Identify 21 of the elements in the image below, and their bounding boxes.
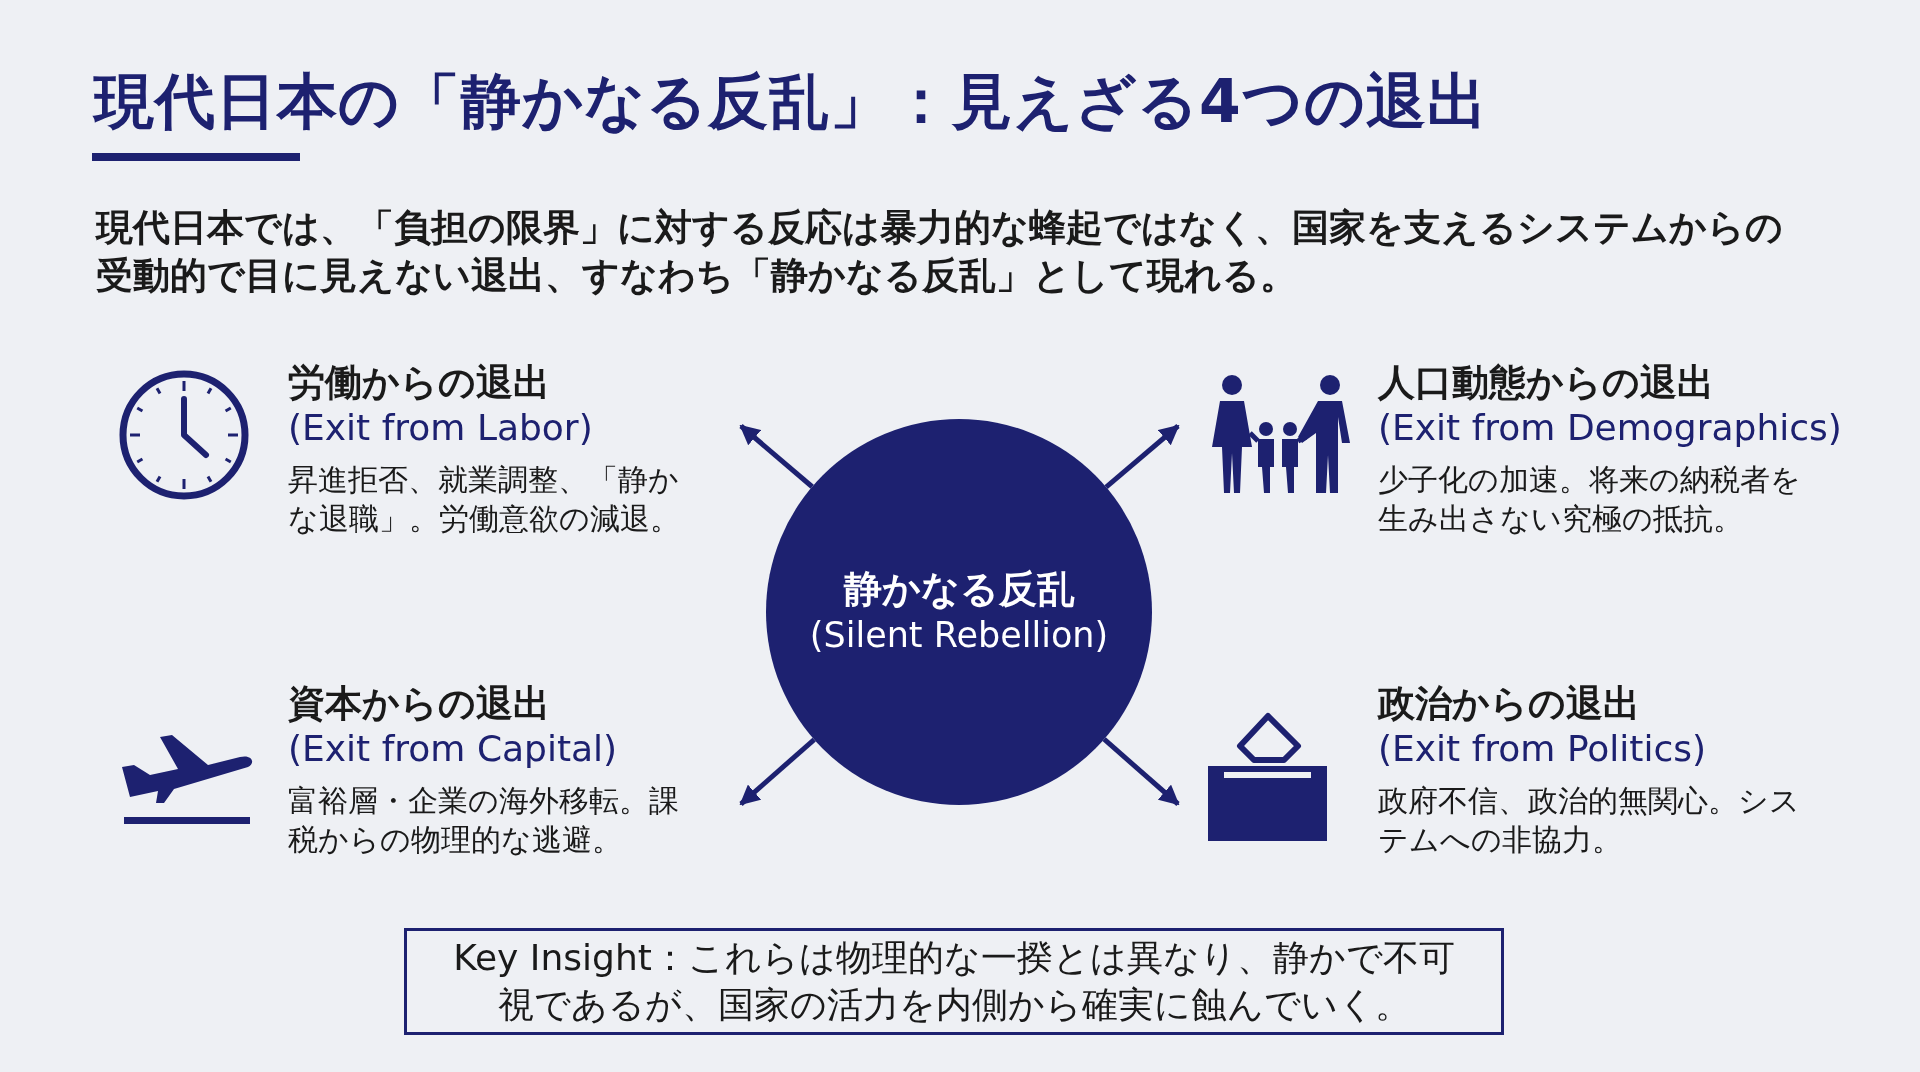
exit-heading: 政治からの退出 (1378, 682, 1641, 727)
exit-subtitle: (Exit from Capital) (288, 727, 619, 772)
arrow (1102, 737, 1180, 806)
title: 現代日本の「静かなる反乱」：見えざる4つの退出 (94, 65, 1488, 138)
circle-heading: 静かなる反乱 (843, 566, 1075, 614)
exit-description: 少子化の加速。将来の納税者を生み出さない究極の抵抗。 (1378, 461, 1802, 539)
exit-description: 昇進拒否、就業調整、「静かな退職」。労働意欲の減退。 (288, 461, 681, 539)
exit-subtitle: (Exit from Politics) (1378, 727, 1708, 772)
exit-description: 富裕層・企業の海外移転。課税からの物理的な逃避。 (288, 782, 680, 860)
insight-box: Key Insight：これらは物理的な一揆とは異なり、静かで不可視であるが、国家の活力を内側から確実に蝕んでいく。 (404, 928, 1504, 1035)
exit-heading: 人口動態からの退出 (1378, 361, 1715, 406)
arrow (739, 424, 814, 489)
exit-subtitle: (Exit from Demographics) (1378, 406, 1843, 451)
exit-description: 政府不信、政治的無関心。システムへの非協力。 (1378, 782, 1801, 860)
intro-paragraph: 現代日本では、「負担の限界」に対する反応は暴力的な蜂起ではなく、国家を支えるシステムからの受動的で目に見えない退出、すなわち「静かなる反乱」として現れる。 (96, 205, 1784, 300)
arrow (1104, 424, 1180, 489)
exit-subtitle: (Exit from Labor) (288, 406, 594, 451)
arrow (739, 737, 816, 806)
exit-heading: 労働からの退出 (288, 361, 551, 406)
exit-heading: 資本からの退出 (288, 682, 551, 727)
circle-subtitle: (Silent Rebellion) (809, 613, 1109, 657)
